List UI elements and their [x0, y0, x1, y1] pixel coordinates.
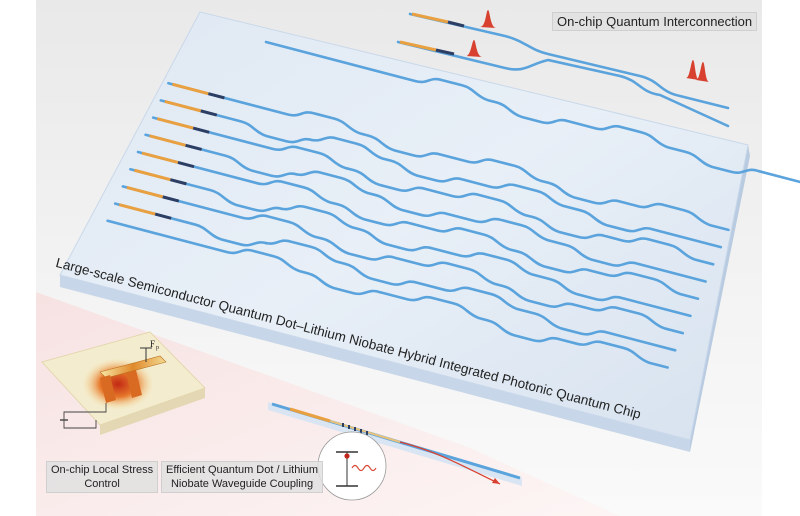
coupling-label-line2: Niobate Waveguide Coupling	[170, 478, 314, 490]
lower-panel	[36, 292, 620, 516]
inset-waveguide-lower	[396, 40, 730, 128]
stress-control-inset: F p	[41, 331, 206, 435]
coupling-grating	[342, 423, 368, 435]
emission-peak-2	[466, 40, 482, 57]
stress-electrode-bar	[99, 355, 167, 379]
coupling-qd-strip	[289, 407, 331, 423]
emission-peak-4	[696, 62, 709, 82]
inset-qd-upper	[411, 12, 449, 24]
chip-side-face	[60, 275, 690, 452]
quantum-dot-source	[141, 151, 179, 164]
interconnection-label: On-chip Quantum Interconnection	[552, 12, 758, 31]
waveguide	[136, 150, 700, 301]
stress-control-label-line2: Control	[84, 478, 120, 490]
force-label: F	[150, 339, 155, 349]
waveguide-array	[106, 40, 800, 369]
waveguide	[144, 133, 707, 283]
quantum-dot-taper	[200, 109, 218, 117]
waveguide	[151, 116, 715, 266]
quantum-dot-taper	[170, 178, 187, 186]
inset-sources	[399, 12, 465, 56]
quantum-dot-source	[134, 168, 171, 182]
emission-peak-3	[686, 60, 699, 80]
quantum-dot-sources	[118, 82, 225, 220]
stress-control-label-line1: On-chip Local Stress	[51, 464, 154, 476]
coupling-label: Efficient Quantum Dot / Lithium Niobate …	[161, 461, 324, 493]
coupling-inset	[268, 402, 522, 501]
quantum-dot-taper	[177, 161, 195, 169]
waveguide	[129, 167, 692, 318]
quantum-dot-taper	[154, 212, 172, 220]
inset-waveguide-upper	[408, 12, 730, 110]
inset-qd-lower-dark	[435, 48, 455, 56]
waveguide	[167, 81, 730, 232]
waveguide	[106, 219, 669, 369]
coupling-light-arrow	[492, 478, 500, 484]
coupling-light-path	[399, 441, 501, 485]
force-label-subscript: p	[156, 345, 159, 351]
stress-electrode-right	[126, 370, 142, 398]
quantum-dot-taper	[162, 195, 180, 203]
quantum-dot-source	[164, 99, 202, 113]
waveguide	[121, 185, 685, 335]
coupling-label-line1: Efficient Quantum Dot / Lithium	[166, 464, 319, 476]
quantum-dot-taper	[208, 92, 225, 100]
emitted-photon-wave	[351, 464, 377, 472]
emitter-dot	[344, 453, 350, 459]
quantum-dot-source	[172, 82, 209, 96]
quantum-dot-source	[126, 185, 164, 199]
inset-qd-lower	[399, 40, 437, 52]
waveguide	[264, 40, 800, 184]
quantum-dot-taper	[192, 126, 210, 134]
quantum-dot-source	[156, 117, 194, 130]
stress-electrode-left	[100, 375, 116, 403]
stress-control-label: On-chip Local Stress Control	[46, 461, 159, 493]
emission-peaks	[466, 10, 709, 82]
interconnection-inset	[396, 12, 730, 128]
coupling-taper	[329, 420, 401, 443]
emitter-inset-circle	[317, 431, 387, 501]
waveguide	[113, 202, 677, 352]
waveguide	[159, 99, 723, 249]
inset-qd-upper-dark	[447, 20, 465, 28]
chip-side-face-right	[690, 145, 750, 452]
emission-peak-1	[480, 10, 496, 28]
stress-substrate-side	[100, 388, 205, 435]
quantum-dot-source	[118, 203, 156, 216]
quantum-dot-source	[149, 134, 186, 147]
quantum-dot-taper	[185, 143, 202, 151]
